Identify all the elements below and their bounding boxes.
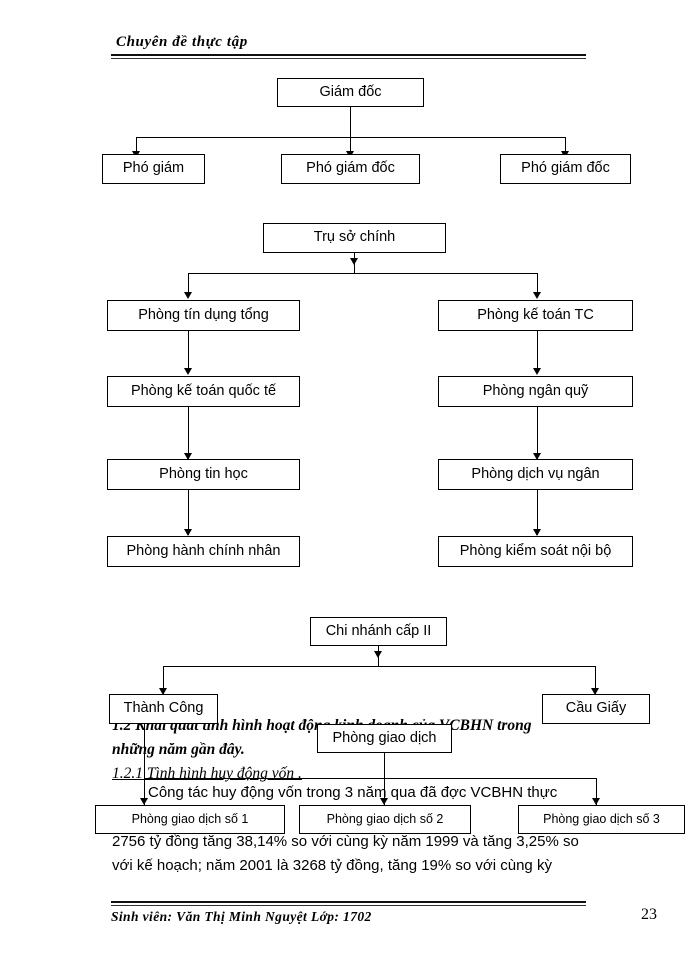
node-phong-giao-dich[interactable]: Phòng giao dịch	[317, 724, 452, 753]
node-tru-so-chinh[interactable]: Trụ sở chính	[263, 223, 446, 253]
connector-phong-tin-hoc-to-hanh-chinh	[188, 490, 189, 535]
connector-chi-nhanh-bus	[163, 666, 595, 667]
connector-giam-doc-stem	[350, 107, 351, 137]
node-phong-giao-dich-so-1[interactable]: Phòng giao dịch số 1	[95, 805, 285, 834]
connector-phong-dich-vu-to-kiem-soat	[537, 490, 538, 535]
node-phong-giao-dich-so-2[interactable]: Phòng giao dịch số 2	[299, 805, 471, 834]
body-heading-line-2: những năm gần đây.	[112, 741, 245, 758]
node-phong-hanh-chinh-nhan[interactable]: Phòng hành chính nhân	[107, 536, 300, 567]
node-phong-dich-vu-ngan[interactable]: Phòng dịch vụ ngân	[438, 459, 633, 490]
node-phong-giao-dich-so-3[interactable]: Phòng giao dịch số 3	[518, 805, 685, 834]
node-phong-kiem-soat-noi-bo[interactable]: Phòng kiểm soát nội bộ	[438, 536, 633, 567]
node-phong-ke-toan-quoc-te[interactable]: Phòng kế toán quốc tế	[107, 376, 300, 407]
arrowhead-phong-ngan-quy	[533, 368, 541, 375]
arrowhead-thanh-cong	[159, 688, 167, 695]
arrowhead-phong-tin-dung-tong	[184, 292, 192, 299]
arrowhead-phong-giao-dich-so-1	[140, 798, 148, 805]
connector-phong-ke-toan-tc-to-ngan-quy	[537, 331, 538, 373]
node-phong-ke-toan-tc[interactable]: Phòng kế toán TC	[438, 300, 633, 331]
connector-drop-pho-giam-doc-1	[136, 137, 137, 153]
connector-transaction-offices-bus	[144, 778, 596, 779]
connector-drop-phong-ke-toan-tc	[537, 273, 538, 295]
connector-drop-phong-tin-dung-tong	[188, 273, 189, 295]
connector-phong-giao-dich-to-pgd2	[384, 753, 385, 809]
node-thanh-cong[interactable]: Thành Công	[109, 694, 218, 724]
connector-phong-ke-toan-quoc-te-to-tin-hoc	[188, 407, 189, 459]
arrowhead-cau-giay	[591, 688, 599, 695]
footer-student-info: Sinh viên: Văn Thị Minh Nguyệt Lớp: 1702	[111, 909, 372, 924]
connector-drop-pho-giam-doc-2	[350, 137, 351, 153]
connector-drop-pho-giam-doc-3	[565, 137, 566, 153]
arrowhead-chi-nhanh-stem	[374, 651, 382, 658]
node-pho-giam-doc-1[interactable]: Phó giám	[102, 154, 205, 184]
connector-phong-tin-dung-to-ke-toan-quoc-te	[188, 331, 189, 373]
arrowhead-phong-giao-dich-so-2	[380, 798, 388, 805]
node-phong-ngan-quy[interactable]: Phòng ngân quỹ	[438, 376, 633, 407]
arrowhead-phong-giao-dich-so-3	[592, 798, 600, 805]
node-phong-tin-hoc[interactable]: Phòng tin học	[107, 459, 300, 490]
connector-cau-giay-to-pgd3	[596, 778, 597, 809]
connector-phong-ngan-quy-to-dich-vu	[537, 407, 538, 459]
node-pho-giam-doc-2[interactable]: Phó giám đốc	[281, 154, 420, 184]
arrowhead-phong-hanh-chinh-nhan	[184, 529, 192, 536]
node-phong-tin-dung-tong[interactable]: Phòng tín dụng tổng	[107, 300, 300, 331]
arrowhead-phong-ke-toan-quoc-te	[184, 368, 192, 375]
footer-rule	[111, 901, 586, 906]
page-number: 23	[641, 906, 657, 923]
arrowhead-phong-ke-toan-tc	[533, 292, 541, 299]
arrowhead-phong-kiem-soat-noi-bo	[533, 529, 541, 536]
body-paragraph-line-3: 2756 tỷ đồng tăng 38,14% so với cùng kỳ …	[112, 833, 579, 850]
node-giam-doc[interactable]: Giám đốc	[277, 78, 424, 107]
connector-tru-so-chinh-bus	[188, 273, 537, 274]
arrowhead-tru-so-chinh	[350, 258, 358, 265]
header-rule	[111, 54, 586, 59]
connector-drop-cau-giay	[595, 666, 596, 694]
body-subheading: 1.2.1 Tình hình huy động vốn .	[112, 765, 302, 782]
page-header-title: Chuyên đề thực tập	[116, 34, 248, 50]
node-pho-giam-doc-3[interactable]: Phó giám đốc	[500, 154, 631, 184]
body-paragraph-line-1: Công tác huy động vốn trong 3 năm qua đã…	[148, 784, 558, 801]
node-chi-nhanh-cap-2[interactable]: Chi nhánh cấp II	[310, 617, 447, 646]
arrowhead-phong-tin-hoc	[184, 453, 192, 460]
connector-drop-thanh-cong	[163, 666, 164, 694]
connector-thanh-cong-to-pgd1	[144, 724, 145, 809]
body-paragraph-line-4: với kế hoạch; năm 2001 là 3268 tỷ đồng, …	[112, 857, 552, 874]
node-cau-giay[interactable]: Cầu Giấy	[542, 694, 650, 724]
arrowhead-phong-dich-vu-ngan	[533, 453, 541, 460]
